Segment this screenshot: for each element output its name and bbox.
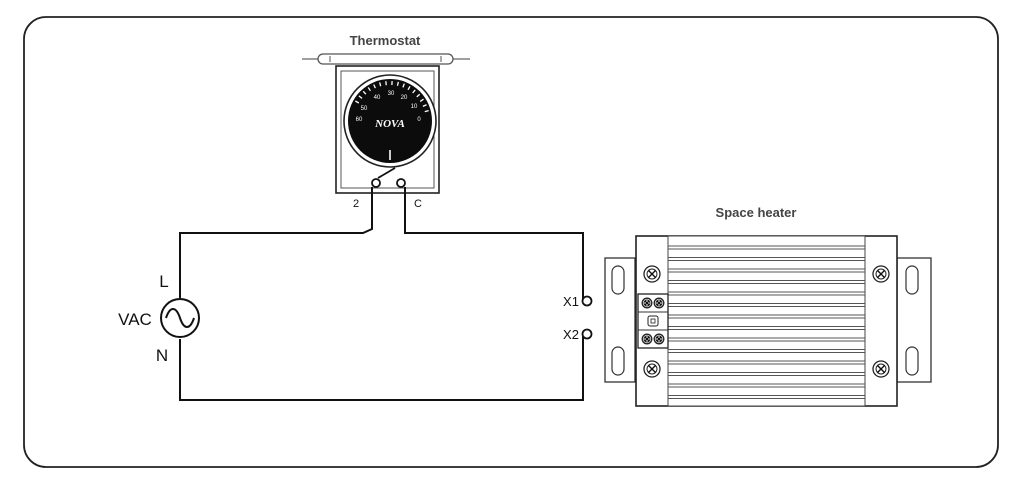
dial-number: 40 [374, 95, 381, 101]
dial-tick [419, 98, 424, 102]
source-voltage-label: VAC [118, 310, 152, 329]
thermostat-title: Thermostat [350, 33, 421, 48]
dial-tick [416, 93, 421, 98]
terminal-screw-icon [653, 297, 665, 309]
thermostat-terminal-2 [371, 178, 381, 188]
dial-tick [358, 95, 363, 99]
mounting-slot [611, 346, 625, 376]
wire-line [179, 187, 373, 298]
circuit-wires [179, 187, 584, 401]
thermostat-switch [371, 167, 406, 188]
corner-screws [643, 265, 890, 378]
ground-screw-icon [647, 315, 659, 327]
heater-title: Space heater [716, 205, 797, 220]
terminal-label-x2: X2 [563, 327, 579, 342]
screw-icon [872, 265, 890, 283]
dial-number: 20 [401, 95, 408, 101]
terminal-label-c: C [414, 198, 422, 210]
ac-voltage-source: L VAC N [118, 272, 200, 365]
terminal-label-x1: X1 [563, 294, 579, 309]
source-neutral-label: N [156, 346, 168, 365]
dial-tick [424, 110, 429, 113]
sine-wave-icon [165, 308, 195, 328]
dial-number: 10 [411, 104, 418, 110]
terminal-screw-icon [641, 297, 653, 309]
space-heater: Space heater [604, 205, 932, 407]
dial-number: 50 [361, 106, 368, 112]
terminal-label-2: 2 [353, 198, 359, 210]
dial-tick [355, 100, 360, 104]
screw-icon [872, 360, 890, 378]
heater-terminal-x1 [581, 295, 593, 307]
source-line-label: L [159, 272, 168, 291]
dial-tick [396, 81, 399, 86]
dial-tick [362, 90, 367, 95]
thermostat-brand-logo: NOVA [374, 118, 405, 130]
dial-number: 60 [356, 117, 363, 123]
dial-tick [402, 83, 405, 88]
wire-neutral [179, 334, 584, 401]
thermostat-dial[interactable]: 50 40 30 20 10 0 60 NOVA [343, 74, 437, 168]
dial-tick [373, 84, 376, 89]
thermostat: Thermostat 50 40 30 20 10 0 60 NOVA [302, 33, 470, 210]
heater-fin-block [667, 235, 866, 407]
screw-icon [643, 360, 661, 378]
mounting-slot [905, 265, 919, 295]
dial-tick [367, 87, 371, 92]
heater-terminal-x2 [581, 328, 593, 340]
heater-fins [668, 245, 865, 399]
dial-scale-ticks [355, 81, 429, 113]
dial-tick [407, 86, 411, 91]
mounting-slot [611, 265, 625, 295]
dial-tick [412, 89, 416, 94]
terminal-block-screws [641, 297, 665, 345]
wire-load [404, 187, 584, 300]
thermostat-terminal-c [396, 178, 406, 188]
terminal-screw-icon [653, 333, 665, 345]
heater-terminals: X1 X2 [563, 294, 593, 342]
screw-icon [643, 265, 661, 283]
terminal-screw-icon [641, 333, 653, 345]
dial-number: 30 [388, 91, 395, 97]
dial-number: 0 [417, 117, 421, 123]
thermostat-sensor-bar [302, 53, 470, 65]
mounting-slot [905, 346, 919, 376]
dial-tick [379, 82, 382, 87]
dial-tick [422, 104, 427, 107]
